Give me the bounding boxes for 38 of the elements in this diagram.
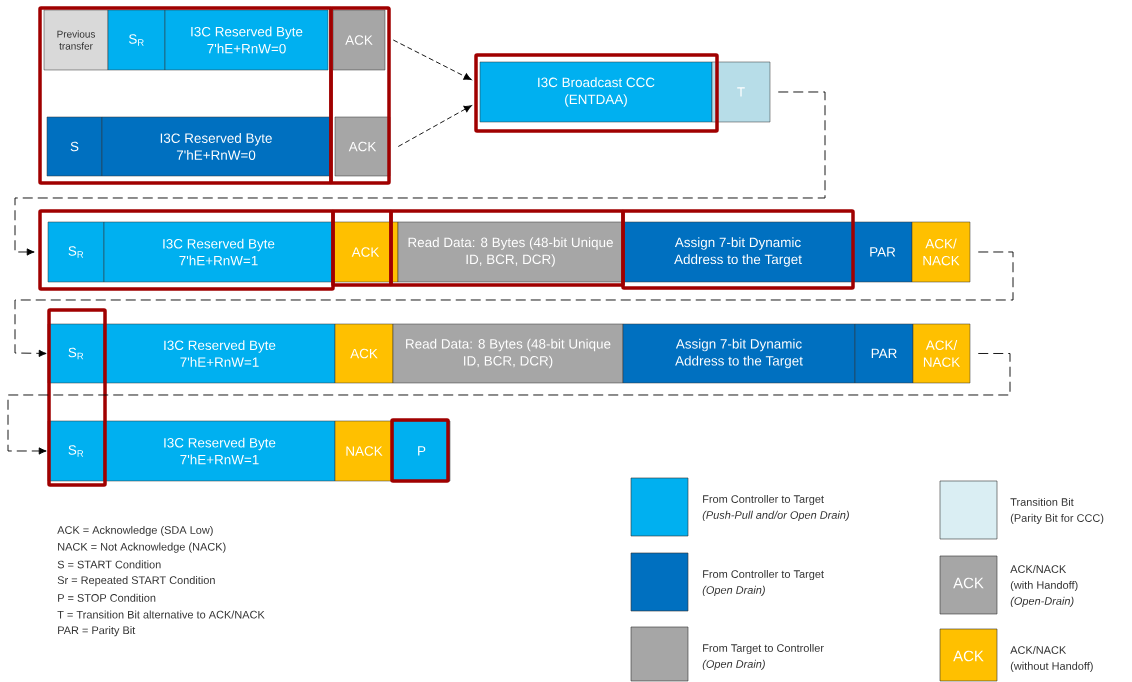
- key-text: S = START Condition: [57, 560, 161, 569]
- field-box: PAR: [854, 323, 914, 384]
- dashed-arrow: [392, 39, 472, 81]
- field-box: S$_{R}$: [47, 323, 105, 384]
- legend-text: From Controller to Target (Open Drain): [702, 569, 824, 597]
- field-box: S$_{R}$: [107, 9, 166, 71]
- field-box: ACK/ NACK: [911, 221, 971, 283]
- key-text: PAR = Parity Bit: [58, 626, 136, 637]
- legend-text: From Controller to Target (Push-Pull and/or Open Drain): [702, 494, 849, 522]
- field-box: S$_{R}$: [47, 420, 105, 482]
- field-box: Previous transfer: [43, 9, 109, 71]
- dashed-arrow: [397, 105, 472, 147]
- key-text: NACK = Not Acknowledge (NACK): [58, 542, 226, 553]
- field-box: Read Data: 8 Bytes (48-bit Unique ID, BCR, DCR): [392, 323, 624, 384]
- field-box: ACK/ NACK: [912, 323, 971, 384]
- field-box: NACK: [334, 420, 394, 482]
- field-box: S$_{R}$: [47, 221, 105, 283]
- field-box: T: [711, 61, 771, 123]
- legend-text: ACK/NACK (without Handoff): [1010, 645, 1093, 673]
- dashed-arrow: [7, 353, 1011, 455]
- field-box: ACK: [332, 9, 386, 71]
- legend-text: ACK/NACK (with Handoff) (Open-Drain): [1010, 564, 1078, 608]
- key-text: P = STOP Condition: [58, 593, 156, 602]
- dashed-arrow: [14, 91, 826, 256]
- field-box: ACK: [334, 323, 394, 384]
- legend-text: From Target to Controller (Open Drain): [702, 643, 824, 671]
- field-box: ACK: [334, 116, 391, 177]
- key-text: ACK = Acknowledge (SDA Low): [57, 525, 213, 537]
- field-box: PAR: [852, 221, 913, 283]
- field-box: S: [46, 116, 103, 177]
- dashed-arrow: [14, 251, 1014, 357]
- key-text: T = Transition Bit alternative to ACK/NACK: [57, 610, 265, 619]
- field-box: Read Data: 8 Bytes (48-bit Unique ID, BCR, DCR): [397, 221, 624, 283]
- swatch-label: ACK: [953, 650, 984, 662]
- swatch-label: ACK: [953, 577, 984, 589]
- field-box: I3C Broadcast CCC (ENTDAA): [479, 61, 713, 123]
- legend-text: Transition Bit (Parity Bit for CCC): [1010, 497, 1104, 525]
- key-text: Sr = Repeated START Condition: [57, 576, 215, 587]
